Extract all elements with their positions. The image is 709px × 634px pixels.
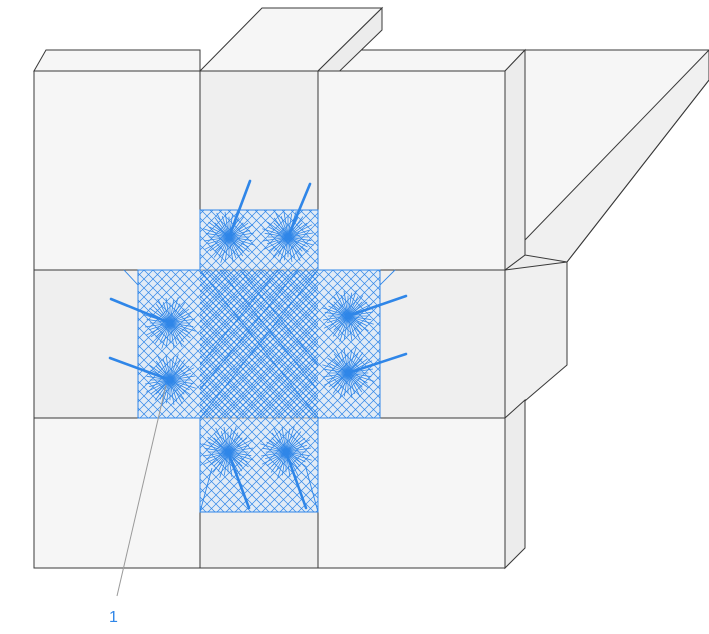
anchor-bottom-left <box>202 426 254 510</box>
anchor-left-lower <box>108 354 196 406</box>
anchor-group <box>108 179 408 510</box>
anchor-right-lower <box>322 347 408 399</box>
anchor-right-upper <box>322 290 408 342</box>
reinforcement-mesh <box>123 209 396 513</box>
callout-leader <box>116 384 167 597</box>
side-faces <box>504 48 526 570</box>
anchor-bottom-right <box>260 426 312 510</box>
callout-label: 1 <box>109 609 118 626</box>
wing-wall <box>503 49 709 420</box>
anchor-left-upper <box>109 297 196 349</box>
anchor-top-right <box>262 182 314 263</box>
anchor-top-left <box>203 179 255 263</box>
